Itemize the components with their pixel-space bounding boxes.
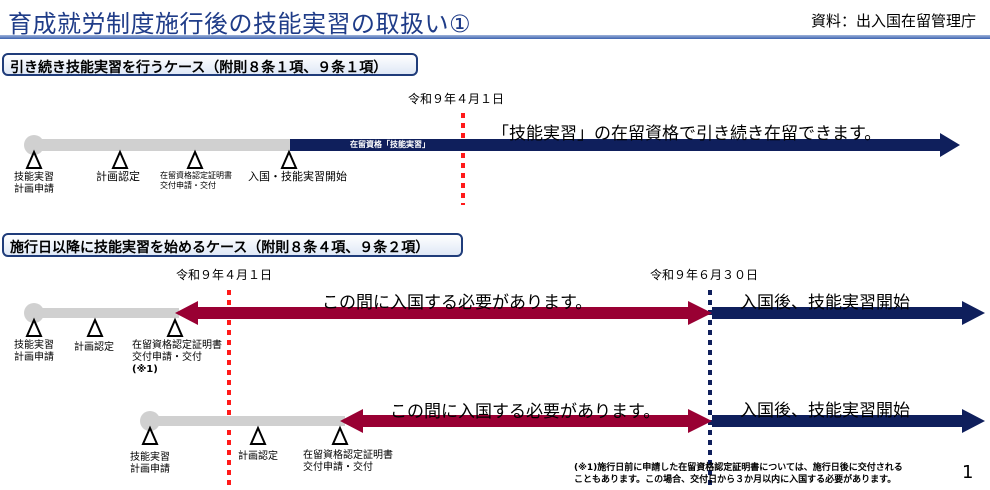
stay-status-label: 在留資格「技能実習」 bbox=[350, 140, 430, 149]
triangle-icon bbox=[166, 317, 184, 337]
row2-message: この間に入国する必要があります。 bbox=[390, 402, 661, 422]
section2-heading: 施行日以降に技能実習を始めるケース（附則８条４項、９条２項） bbox=[2, 233, 463, 257]
section1-heading: 引き続き技能実習を行うケース（附則８条１項、９条１項） bbox=[2, 53, 418, 76]
footnote: (※1)施行日前に申請した在留資格認定証明書については、施行日後に交付されること… bbox=[574, 463, 903, 485]
stay-status-arrow bbox=[290, 133, 960, 157]
source-label: 資料：出入国在留管理庁 bbox=[810, 12, 976, 30]
entry-window-arrow bbox=[175, 301, 712, 325]
training-arrow bbox=[712, 301, 985, 325]
milestone-label: 入国・技能実習開始 bbox=[248, 170, 347, 183]
milestone-label: 在留資格認定証明書交付申請・交付 bbox=[160, 171, 232, 190]
triangle-icon bbox=[186, 149, 204, 169]
triangle-icon bbox=[280, 149, 298, 169]
pre-period-bar bbox=[34, 139, 290, 151]
milestone-triangles bbox=[25, 149, 298, 169]
end-date: 令和９年６月３０日 bbox=[650, 268, 759, 282]
milestone-label: 計画認定 bbox=[74, 342, 114, 353]
triangle-icon bbox=[25, 317, 43, 337]
triangle-icon bbox=[111, 149, 129, 169]
pre-period-bar bbox=[34, 308, 179, 318]
section1-message: 「技能実習」の在留資格で引き続き在留できます。 bbox=[492, 124, 882, 144]
triangle-icon bbox=[249, 425, 267, 445]
milestone-label: 在留資格認定証明書交付申請・交付(※1) bbox=[132, 340, 222, 375]
title-divider bbox=[0, 35, 990, 39]
triangle-icon bbox=[331, 425, 349, 445]
page-number: 1 bbox=[962, 462, 974, 483]
milestone-label: 技能実習計画申請 bbox=[130, 452, 170, 475]
section1-date: 令和９年４月１日 bbox=[408, 92, 505, 106]
triangle-icon bbox=[141, 425, 159, 445]
triangle-icon bbox=[25, 149, 43, 169]
milestone-label: 技能実習計画申請 bbox=[14, 172, 54, 195]
milestone-label: 計画認定 bbox=[96, 170, 140, 183]
milestone-label: 技能実習計画申請 bbox=[14, 340, 54, 363]
row1-message: この間に入国する必要があります。 bbox=[322, 293, 593, 313]
row1-after: 入国後、技能実習開始 bbox=[740, 293, 910, 313]
triangle-icon bbox=[86, 317, 104, 337]
pre-period-bar bbox=[150, 416, 345, 426]
milestone-label: 在留資格認定証明書交付申請・交付 bbox=[303, 450, 393, 473]
entry-window-arrow bbox=[340, 409, 712, 433]
row2-after: 入国後、技能実習開始 bbox=[740, 401, 910, 421]
training-arrow bbox=[712, 409, 985, 433]
milestone-label: 計画認定 bbox=[238, 451, 278, 462]
start-date: 令和９年４月１日 bbox=[176, 268, 273, 282]
page-title: 育成就労制度施行後の技能実習の取扱い① bbox=[8, 10, 472, 38]
